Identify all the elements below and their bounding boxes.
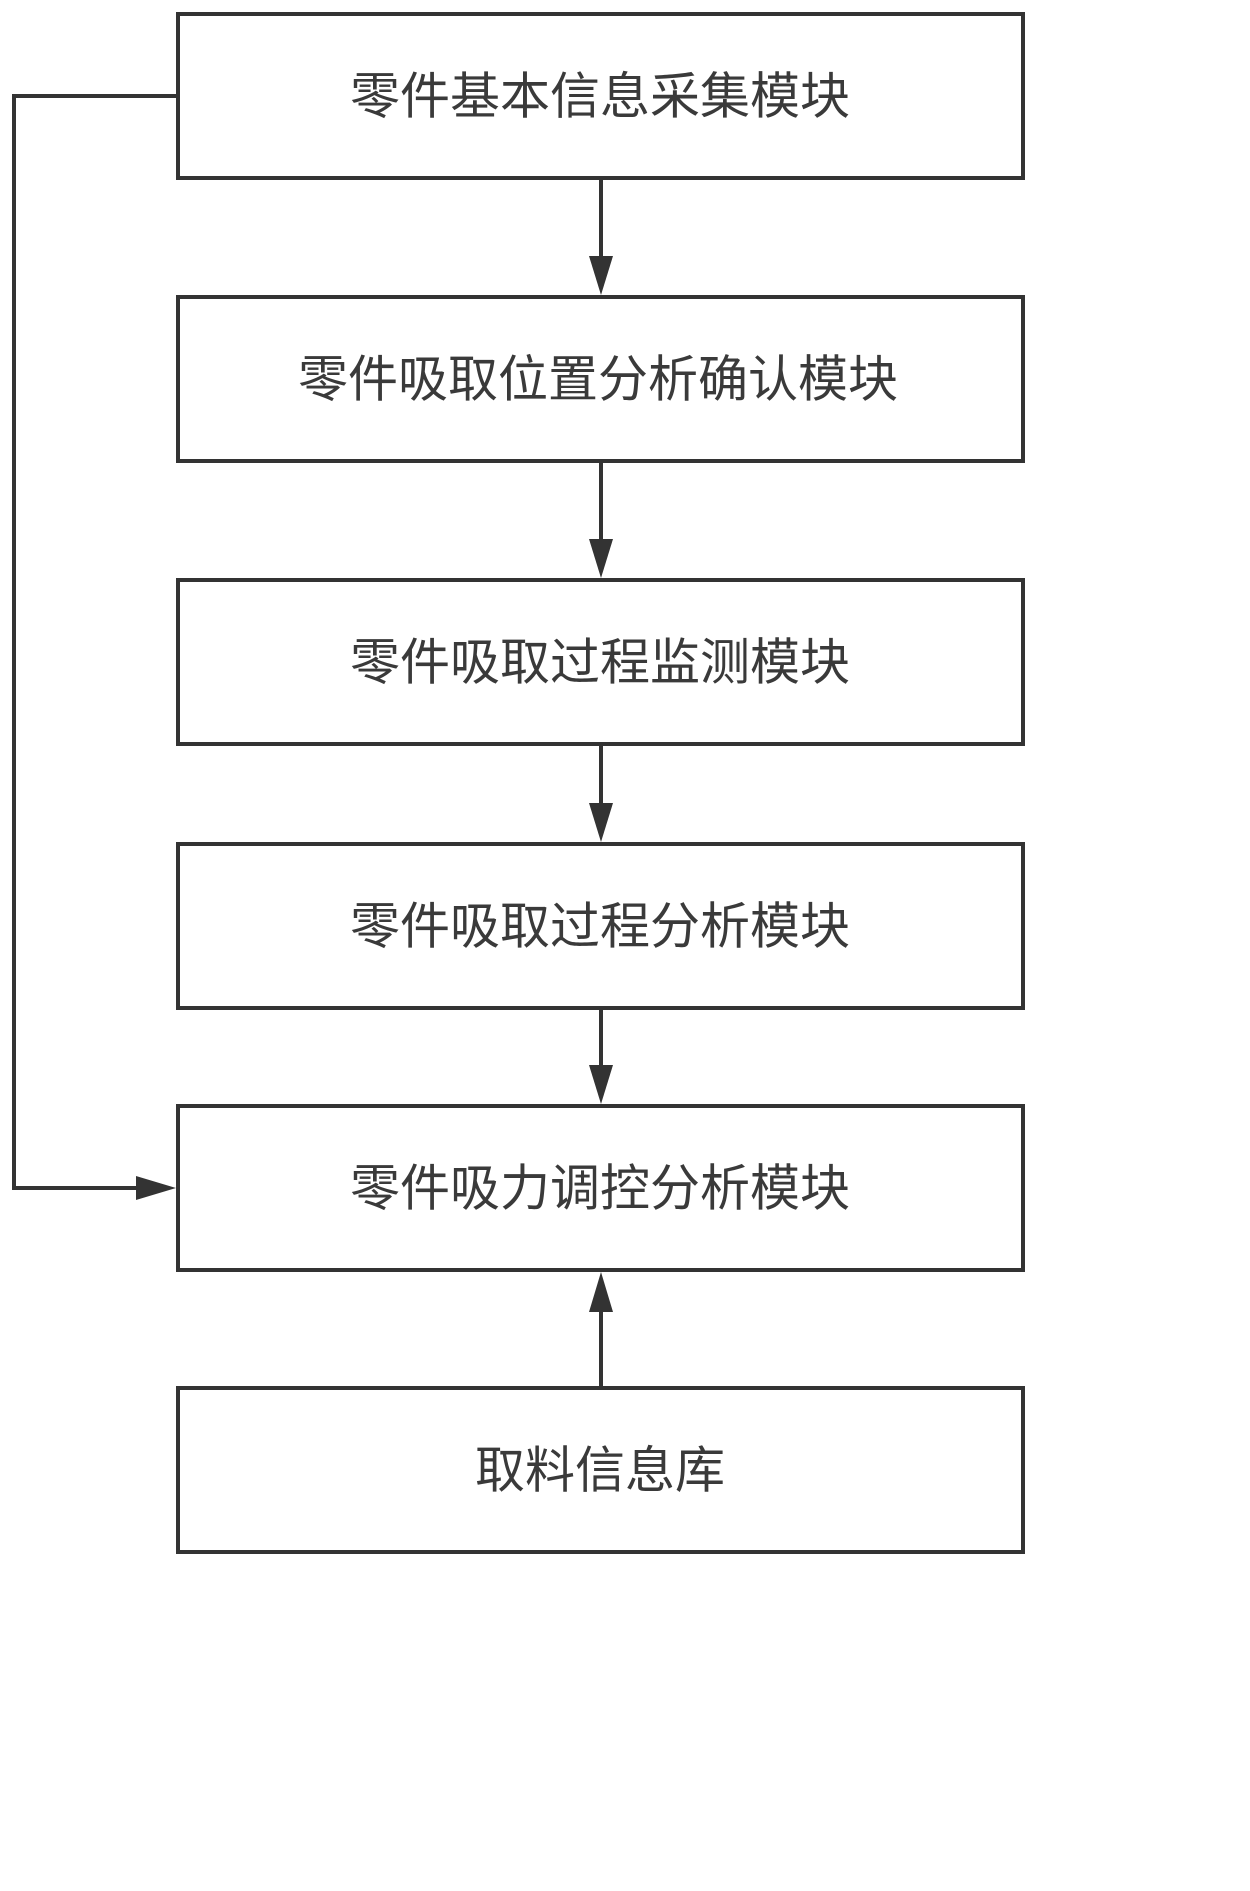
node-suction-force-control-label: 零件吸力调控分析模块 [350, 1160, 850, 1218]
arrow-collect-to-suction-bypass-head [136, 1176, 176, 1200]
arrow-library-to-suction-head [589, 1272, 613, 1312]
arrow-monitor-to-analysis [589, 744, 613, 842]
node-suction-force-control: 零件吸力调控分析模块 [178, 1106, 1023, 1270]
node-suction-position-analysis-label: 零件吸取位置分析确认模块 [298, 351, 898, 409]
arrow-collect-to-position [589, 178, 613, 295]
arrow-analysis-to-suction-head [589, 1065, 613, 1104]
node-suction-process-analysis: 零件吸取过程分析模块 [178, 844, 1023, 1008]
node-suction-process-monitoring: 零件吸取过程监测模块 [178, 580, 1023, 744]
arrow-position-to-monitor [589, 461, 613, 578]
node-suction-process-analysis-label: 零件吸取过程分析模块 [350, 898, 850, 956]
node-material-info-library: 取料信息库 [178, 1388, 1023, 1552]
arrow-library-to-suction [589, 1272, 613, 1388]
arrow-analysis-to-suction [589, 1008, 613, 1104]
node-material-info-library-label: 取料信息库 [475, 1442, 725, 1500]
node-part-info-collection-label: 零件基本信息采集模块 [350, 68, 850, 126]
node-suction-process-monitoring-label: 零件吸取过程监测模块 [350, 634, 850, 692]
node-suction-position-analysis: 零件吸取位置分析确认模块 [178, 297, 1023, 461]
flow-diagram: 零件基本信息采集模块 零件吸取位置分析确认模块 零件吸取过程监测模块 零件吸取过… [0, 0, 1036, 1566]
arrow-monitor-to-analysis-head [589, 803, 613, 842]
arrow-collect-to-suction-bypass-line [14, 96, 178, 1188]
arrow-collect-to-position-head [589, 256, 613, 295]
node-part-info-collection: 零件基本信息采集模块 [178, 14, 1023, 178]
arrow-collect-to-suction-bypass [14, 96, 178, 1200]
arrow-position-to-monitor-head [589, 539, 613, 578]
